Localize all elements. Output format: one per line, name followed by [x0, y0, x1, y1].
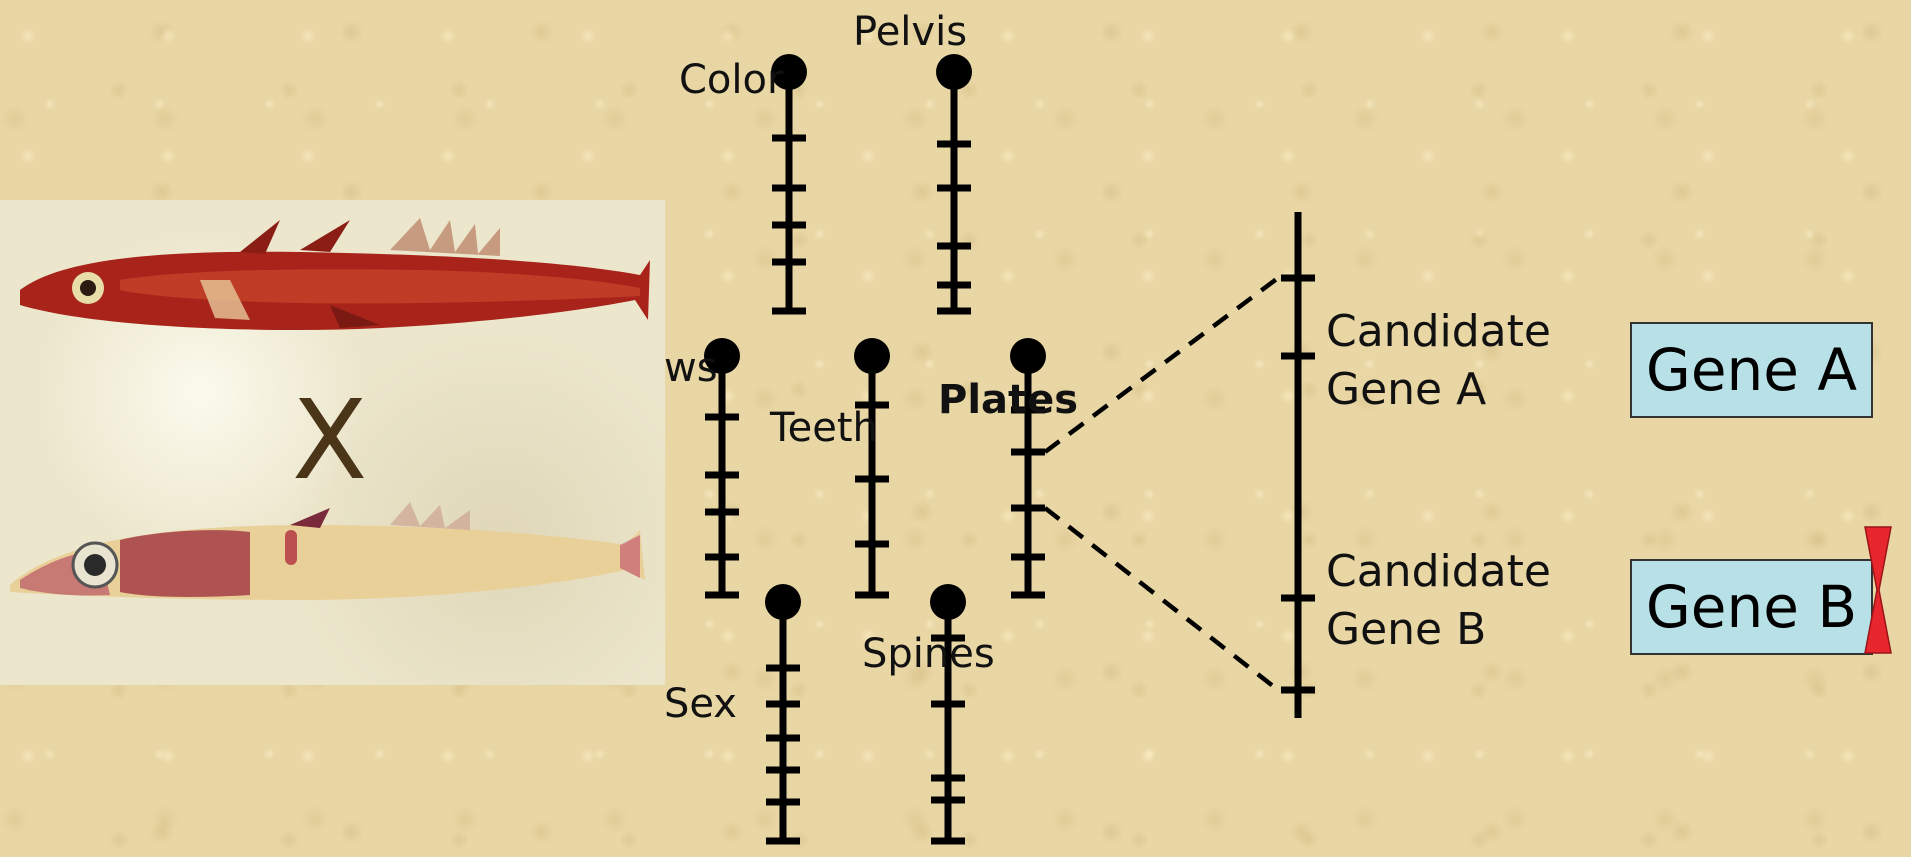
- chromosome-pelvis: [937, 72, 971, 314]
- chromosome-teeth: [855, 356, 889, 598]
- centromere-pelvis: [936, 54, 972, 90]
- gene-a-box: Gene A: [1630, 322, 1873, 418]
- gene-b-box: Gene B: [1630, 559, 1873, 655]
- chromosome-jaws: [705, 356, 739, 598]
- zoomed-region-chromosome: [1281, 212, 1315, 718]
- centromere-teeth: [854, 338, 890, 374]
- knockout-marker: [1863, 525, 1893, 655]
- candidate-gene-a-label: Candidate Gene A: [1326, 303, 1551, 419]
- centromere-plates: [1010, 338, 1046, 374]
- label-color: Color: [679, 60, 783, 100]
- candidate-a-line1: Candidate: [1326, 303, 1551, 361]
- label-jaws: ws: [664, 348, 718, 388]
- label-plates: Plates: [938, 380, 1078, 420]
- label-pelvis: Pelvis: [853, 12, 967, 52]
- chromosome-color: [772, 72, 806, 314]
- candidate-b-line2: Gene B: [1326, 601, 1551, 659]
- candidate-b-line1: Candidate: [1326, 543, 1551, 601]
- candidate-a-line2: Gene A: [1326, 361, 1551, 419]
- label-spines: Spines: [862, 634, 995, 674]
- label-teeth: Teeth: [770, 408, 878, 448]
- zoom-line-top: [1045, 278, 1278, 452]
- label-sex: Sex: [664, 684, 737, 724]
- centromere-sex: [765, 584, 801, 620]
- zoom-line-bottom: [1045, 508, 1278, 690]
- centromere-spines: [930, 584, 966, 620]
- candidate-gene-b-label: Candidate Gene B: [1326, 543, 1551, 659]
- chromosome-sex: [766, 602, 800, 844]
